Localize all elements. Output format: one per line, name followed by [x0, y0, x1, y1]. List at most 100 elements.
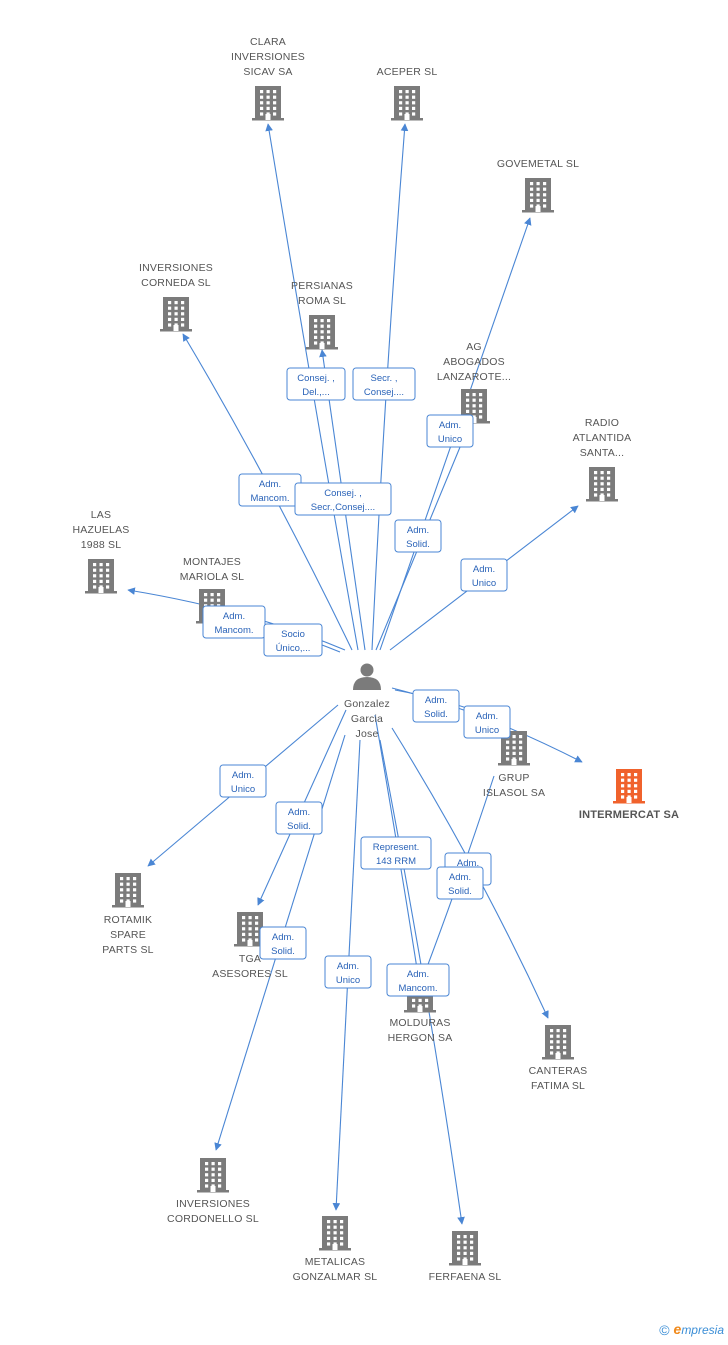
- edge-label[interactable]: Adm.Unico: [219, 764, 267, 798]
- edge-label-line: Secr. ,: [371, 373, 398, 384]
- node-label-line: MOLDURAS: [389, 1017, 450, 1029]
- building-icon: [197, 1158, 229, 1193]
- edge-label[interactable]: Adm.Mancom.: [386, 963, 450, 997]
- edge-label-line: Adm.: [425, 695, 447, 706]
- edge-label-line: Adm.: [223, 611, 245, 622]
- edge-label[interactable]: Secr. , Consej....: [352, 367, 416, 401]
- node-label-ferfaena: FERFAENA SL: [429, 1271, 502, 1283]
- edge-label[interactable]: Adm.Mancom.: [238, 473, 302, 507]
- person-icon: [353, 663, 381, 690]
- edge-label-text: Represent.143 RRM: [373, 842, 419, 867]
- node-govemetal[interactable]: GOVEMETAL SL: [497, 158, 579, 213]
- edge-label[interactable]: Consej. ,Del.,...: [286, 367, 346, 401]
- node-islasol[interactable]: GRUP ISLASOL SA: [483, 731, 545, 799]
- edge-label[interactable]: Adm.Solid.: [436, 866, 484, 900]
- node-label-line: GOVEMETAL SL: [497, 158, 579, 170]
- edge-label-line: Solid.: [448, 886, 472, 897]
- edge-label-line: Adm.: [232, 770, 254, 781]
- node-metalicas[interactable]: METALICAS GONZALMAR SL: [293, 1216, 378, 1283]
- node-label-aceper: ACEPER SL: [377, 66, 438, 78]
- node-label-line: METALICAS: [305, 1256, 366, 1268]
- edge-label[interactable]: Adm.Solid.: [412, 689, 460, 723]
- edge-label[interactable]: Consej. ,Secr.,Consej....: [294, 482, 392, 516]
- edge-label[interactable]: Adm.Solid.: [259, 926, 307, 960]
- edge-label-text: Adm.Unico: [231, 770, 255, 795]
- edge-label-text: Adm.Unico: [336, 961, 360, 986]
- node-intermercat[interactable]: INTERMERCAT SA: [579, 769, 679, 821]
- edge-label-line: Adm.: [476, 711, 498, 722]
- node-label-intermercat: INTERMERCAT SA: [579, 809, 679, 821]
- edge-label[interactable]: Represent.143 RRM: [360, 836, 432, 870]
- building-icon: [542, 1025, 574, 1060]
- footer-brand: © empresia: [659, 1321, 724, 1339]
- edge-label-line: Adm.: [457, 858, 479, 869]
- edge-label-text: Consej. ,Secr.,Consej....: [311, 488, 375, 513]
- edge-label[interactable]: Adm.Unico: [426, 414, 474, 448]
- edge-label[interactable]: Adm.Solid.: [275, 801, 323, 835]
- node-label-line: GONZALMAR SL: [293, 1271, 378, 1283]
- edge-label[interactable]: Adm.Mancom.: [202, 605, 266, 639]
- building-icon: [498, 731, 530, 766]
- building-icon: [586, 467, 618, 502]
- edge-label-line: Unico: [472, 578, 496, 589]
- node-ferfaena[interactable]: FERFAENA SL: [429, 1231, 502, 1283]
- copyright-symbol: ©: [659, 1322, 670, 1338]
- brand-logo-e: e: [673, 1321, 682, 1337]
- node-label-line: TGA: [239, 953, 261, 965]
- center-label-line: Garcia: [351, 713, 383, 725]
- edge-label-text: Adm.Mancom.: [250, 479, 289, 504]
- brand-logo: empresia: [674, 1321, 724, 1339]
- building-icon: [522, 178, 554, 213]
- building-icon: [234, 912, 266, 947]
- node-label-line: RADIO: [585, 417, 619, 429]
- edge-label[interactable]: Adm.Solid.: [394, 519, 442, 553]
- node-label-line: ROMA SL: [298, 295, 346, 307]
- node-label-line: INVERSIONES: [231, 51, 305, 63]
- edge-label[interactable]: Adm.Unico: [463, 705, 511, 739]
- edge-label-line: Consej. ,: [324, 488, 362, 499]
- node-label-line: SANTA...: [580, 447, 625, 459]
- node-label-line: INVERSIONES: [139, 262, 213, 274]
- edge-label-text: Adm.Unico: [475, 711, 499, 736]
- building-icon: [252, 86, 284, 121]
- node-label-line: GRUP: [498, 772, 529, 784]
- node-aceper[interactable]: ACEPER SL: [377, 66, 438, 121]
- center-label-line: Gonzalez: [344, 698, 390, 710]
- edge-label[interactable]: Adm.Unico: [324, 955, 372, 989]
- edge-label-line: Represent.: [373, 842, 419, 853]
- edge-label-line: Consej....: [364, 387, 404, 398]
- node-label-metalicas: METALICAS GONZALMAR SL: [293, 1256, 378, 1283]
- node-label-line: ISLASOL SA: [483, 787, 545, 799]
- node-label-line: AG: [466, 341, 482, 353]
- edge-label-text: Adm.Solid.: [424, 695, 448, 720]
- node-label-line: LANZAROTE...: [437, 371, 511, 383]
- edge-label-text: Adm.Mancom.: [398, 969, 437, 994]
- edge-label-line: Mancom.: [250, 493, 289, 504]
- edge-label[interactable]: Adm.Unico: [460, 558, 508, 592]
- building-icon: [306, 315, 338, 350]
- node-label-govemetal: GOVEMETAL SL: [497, 158, 579, 170]
- edge-label-line: Mancom.: [398, 983, 437, 994]
- node-label-line: MONTAJES: [183, 556, 241, 568]
- edge-label-line: Consej. ,: [297, 373, 335, 384]
- edge-label-line: Adm.: [288, 807, 310, 818]
